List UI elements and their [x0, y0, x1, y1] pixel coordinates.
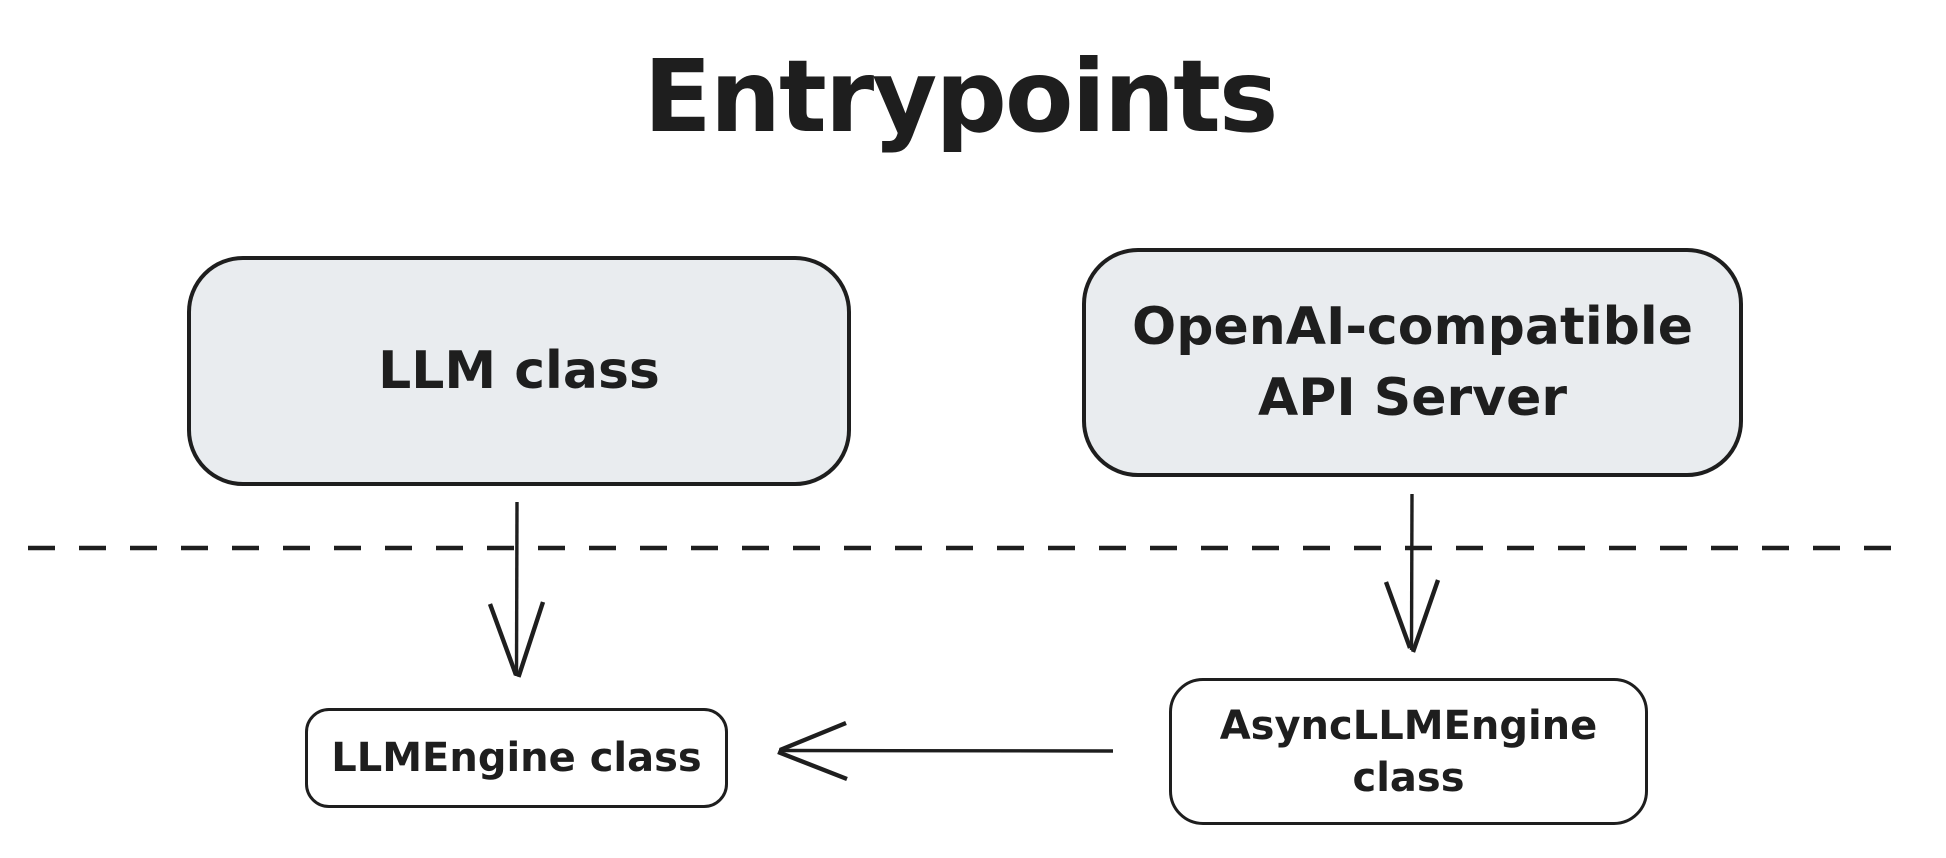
- node-asyncllmengine-class: AsyncLLMEngine class: [1169, 678, 1648, 825]
- node-openai-api-server: OpenAI-compatible API Server: [1082, 248, 1743, 477]
- node-asyncllmengine-class-label-line2: class: [1352, 754, 1465, 801]
- node-llmengine-class-label: LLMEngine class: [331, 735, 702, 781]
- arrow-llm-to-llmengine-icon: [487, 501, 546, 678]
- node-llm-class: LLM class: [187, 256, 851, 486]
- node-openai-api-server-label-line1: OpenAI-compatible: [1132, 297, 1693, 358]
- node-llmengine-class: LLMEngine class: [305, 708, 728, 808]
- arrow-apiserver-to-asyncllmengine-icon: [1383, 493, 1441, 653]
- diagram-title: Entrypoints: [643, 38, 1279, 155]
- node-openai-api-server-label-line2: API Server: [1258, 367, 1567, 428]
- arrow-asyncllmengine-to-llmengine-icon: [777, 720, 1114, 782]
- node-llm-class-label: LLM class: [378, 341, 660, 401]
- node-asyncllmengine-class-label-line1: AsyncLLMEngine: [1219, 702, 1598, 749]
